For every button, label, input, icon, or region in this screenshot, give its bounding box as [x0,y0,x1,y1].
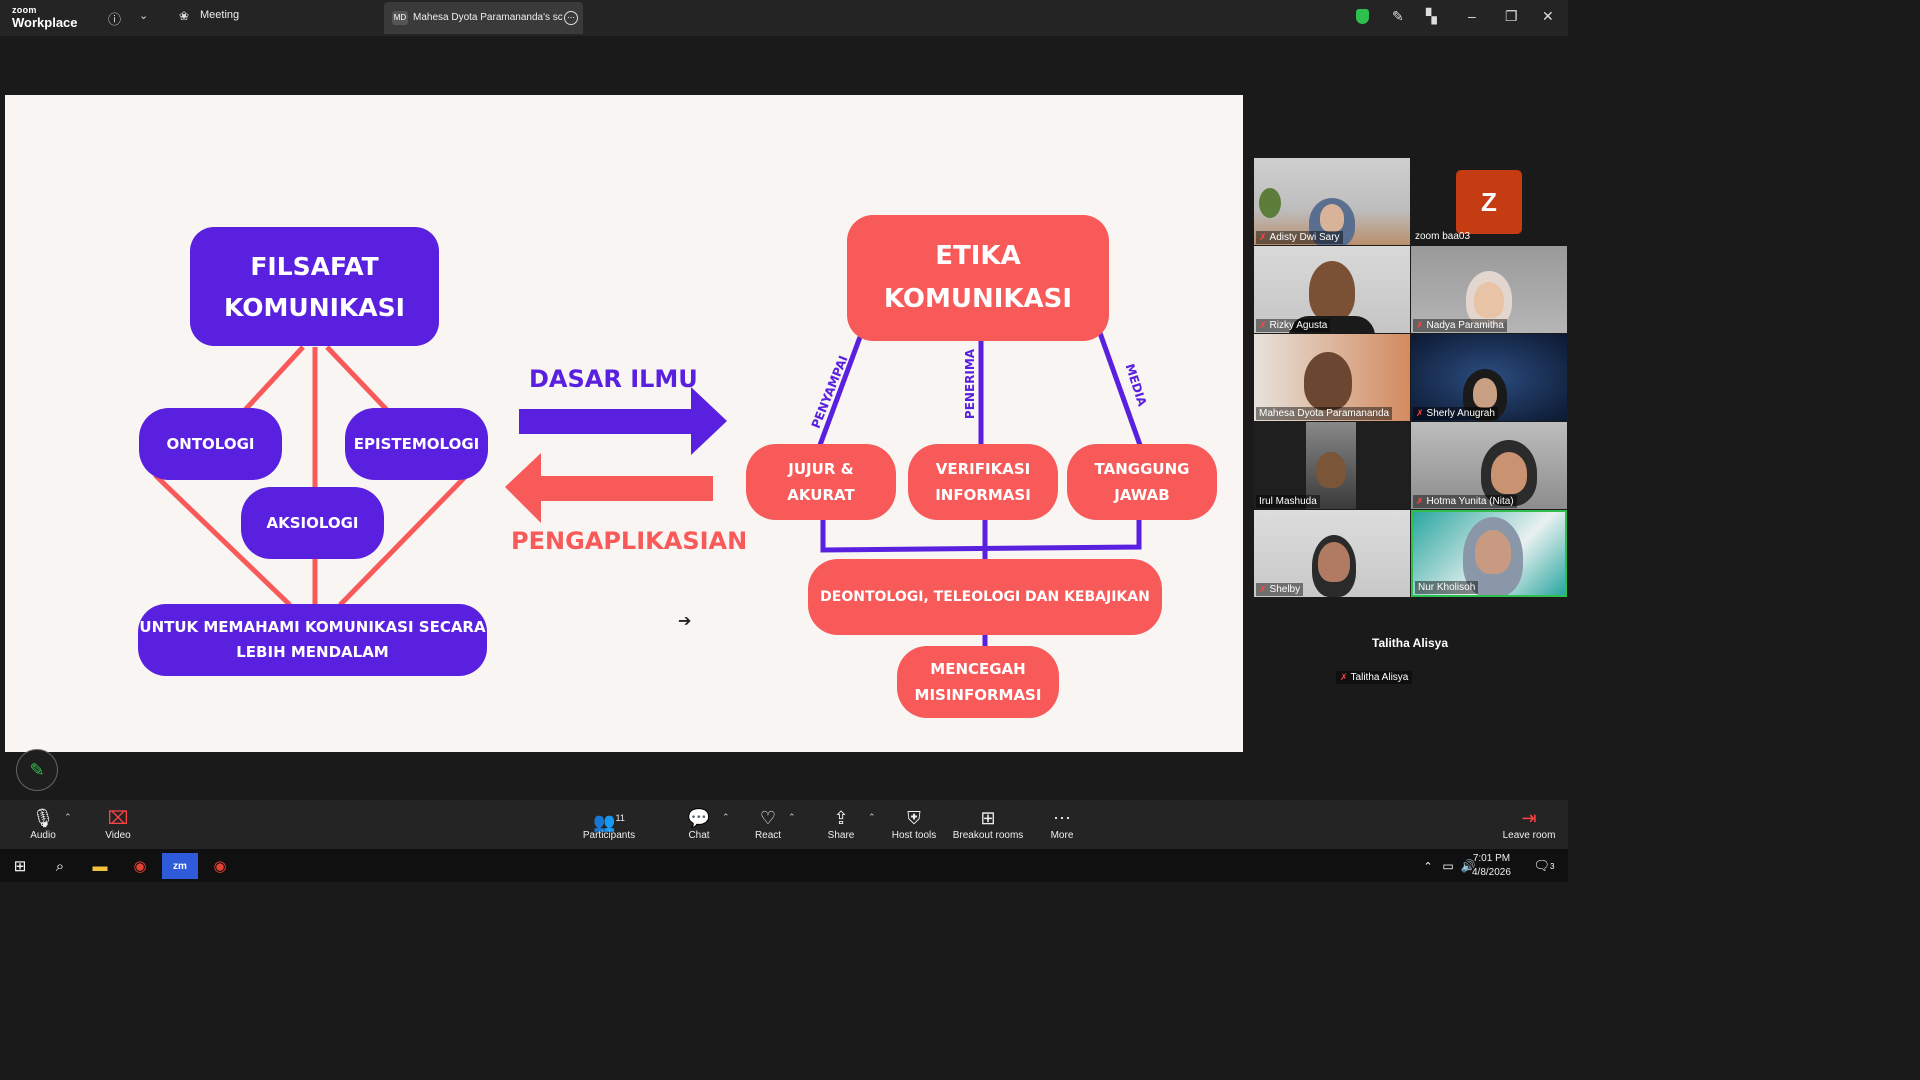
react-options-caret[interactable]: ⌃ [788,812,796,822]
more-dots-icon: ⋯ [1053,808,1071,828]
close-icon[interactable]: ✕ [1542,8,1554,24]
jujur-akurat-box: JUJUR & AKURAT [746,444,896,520]
participants-button[interactable]: 👥11 Participants [580,806,638,841]
shared-screen: FILSAFAT KOMUNIKASI ONTOLOGI EPISTEMOLOG… [5,95,1243,752]
audio-button[interactable]: 🎙 Audio [26,806,60,841]
slide-connectors [153,332,1143,648]
verifikasi-informasi-box: VERIFIKASI INFORMASI [908,444,1058,520]
mic-muted-icon: ✗ [1416,496,1424,506]
participant-name: zoom baa03 [1415,231,1471,242]
grid-icon: ⊞ [980,808,996,828]
share-screen-icon: ⇪ [833,808,849,828]
video-tile[interactable]: Mahesa Dyota Paramananda [1254,334,1410,421]
more-options-icon[interactable]: ⋯ [564,11,578,25]
video-tile[interactable]: ✗Nadya Paramitha [1411,246,1567,333]
etika-komunikasi-box: ETIKA KOMUNIKASI [847,215,1109,341]
screen-share-tab[interactable]: MD Mahesa Dyota Paramananda's scr ⋯ [384,2,583,34]
video-off-icon: ⌧ [107,808,129,828]
network-icon[interactable]: ▭ [1442,859,1454,873]
share-avatar-badge: MD [392,11,408,25]
annotate-pen-button[interactable]: ✎ [16,749,58,791]
system-clock[interactable]: 7:01 PM 4/8/2026 [1472,853,1511,878]
zoom-app-icon[interactable]: zm [162,853,198,879]
host-tools-button[interactable]: ⛨ Host tools [891,808,937,841]
mic-muted-icon: ✗ [1416,408,1424,418]
view-layout-icon[interactable]: ▚ [1426,8,1437,24]
chrome-profile-icon[interactable]: ◉ [213,858,227,875]
pengaplikasian-label: PENGAPLIKASIAN [511,527,748,555]
notifications-icon[interactable]: 🗨3 [1533,858,1555,873]
mic-muted-icon: ✗ [1259,584,1267,594]
share-tab-title: Mahesa Dyota Paramananda's scr [413,12,563,23]
talitha-name-tag: ✗Talitha Alisya [1336,671,1413,684]
participant-avatar[interactable]: Z [1456,170,1522,234]
windows-taskbar: ⊞ ⌕ ▬ ◉ zm ◉ ⌃ ▭ 🔊 7:01 PM 4/8/2026 🗨3 [0,849,1568,882]
arrow-right [519,387,727,455]
meeting-toolbar: 🎙 Audio ⌃ ⌧ Video 👥11 Participants 💬 Cha… [0,800,1568,849]
filsafat-komunikasi-box: FILSAFAT KOMUNIKASI [190,227,439,346]
annotate-pen-icon[interactable]: ✎ [1392,8,1404,24]
chrome-icon[interactable]: ◉ [133,858,147,875]
video-tile[interactable]: ✗Shelby [1254,510,1410,597]
info-icon[interactable]: ⓘ [108,12,122,27]
security-shield-icon[interactable] [1356,9,1369,24]
dasar-ilmu-label: DASAR ILMU [529,365,698,393]
volume-icon[interactable]: 🔊 [1460,859,1476,873]
leave-room-button[interactable]: ⇥ Leave room [1500,806,1558,841]
mic-muted-icon: ✗ [1259,232,1267,242]
video-tile[interactable]: ✗Sherly Anugrah [1411,334,1567,421]
react-button[interactable]: ♡ React [752,806,784,841]
mencegah-misinformasi-box: MENCEGAH MISINFORMASI [897,646,1059,718]
microphone-muted-icon: 🎙 [31,808,55,828]
zoom-workplace-logo: zoom Workplace [12,5,78,30]
penerima-label: PENERIMA [963,348,978,420]
participants-icon: 👥11 [593,812,625,832]
chat-button[interactable]: 💬 Chat [685,806,713,841]
chat-bubble-icon: 💬 [687,808,711,828]
video-tile[interactable]: ✗Hotma Yunita (Nita) [1411,422,1567,509]
share-options-caret[interactable]: ⌃ [868,812,876,822]
aksiologi-box: AKSIOLOGI [241,487,384,559]
epistemologi-box: EPISTEMOLOGI [345,408,488,480]
video-button[interactable]: ⌧ Video [100,806,136,841]
deontologi-box: DEONTOLOGI, TELEOLOGI DAN KEBAJIKAN [808,559,1162,635]
video-tile[interactable]: ✗Rizky Agusta [1254,246,1410,333]
chat-options-caret[interactable]: ⌃ [722,812,730,822]
title-bar: zoom Workplace ⓘ ⌄ ❀ Meeting MD Mahesa D… [0,0,1568,36]
pencil-icon: ✎ [29,759,45,780]
arrow-left [505,453,713,523]
mic-muted-icon: ✗ [1416,320,1424,330]
untuk-memahami-box: UNTUK MEMAHAMI KOMUNIKASI SECARA LEBIH M… [138,604,487,676]
video-tile-active-speaker[interactable]: Nur Kholisoh [1411,510,1567,597]
search-icon[interactable]: ⌕ [55,857,65,875]
leave-door-icon: ⇥ [1521,808,1537,828]
share-button[interactable]: ⇪ Share [827,808,855,841]
tanggung-jawab-box: TANGGUNG JAWAB [1067,444,1217,520]
heart-icon: ♡ [759,808,777,828]
meeting-tab[interactable]: Meeting [200,9,240,21]
audio-options-caret[interactable]: ⌃ [64,812,72,822]
mouse-cursor-icon: ➔ [678,613,692,630]
video-tile[interactable]: ✗Adisty Dwi Sary [1254,158,1410,245]
talitha-title: Talitha Alisya [1372,636,1449,650]
breakout-rooms-button[interactable]: ⊞ Breakout rooms [952,808,1024,841]
video-tile[interactable]: Irul Mashuda [1254,422,1410,509]
chevron-down-icon[interactable]: ⌄ [139,10,149,22]
more-button[interactable]: ⋯ More [1048,806,1076,841]
windows-start-icon[interactable]: ⊞ [13,858,27,875]
minimize-icon[interactable]: – [1468,8,1476,24]
ontologi-box: ONTOLOGI [139,408,282,480]
file-explorer-icon[interactable]: ▬ [92,857,108,875]
mic-muted-icon: ✗ [1340,672,1348,682]
meeting-icon: ❀ [179,9,190,23]
shield-icon: ⛨ [907,808,921,828]
restore-icon[interactable]: ❐ [1505,8,1518,24]
tray-chevron-icon[interactable]: ⌃ [1423,860,1433,873]
mic-muted-icon: ✗ [1259,320,1267,330]
